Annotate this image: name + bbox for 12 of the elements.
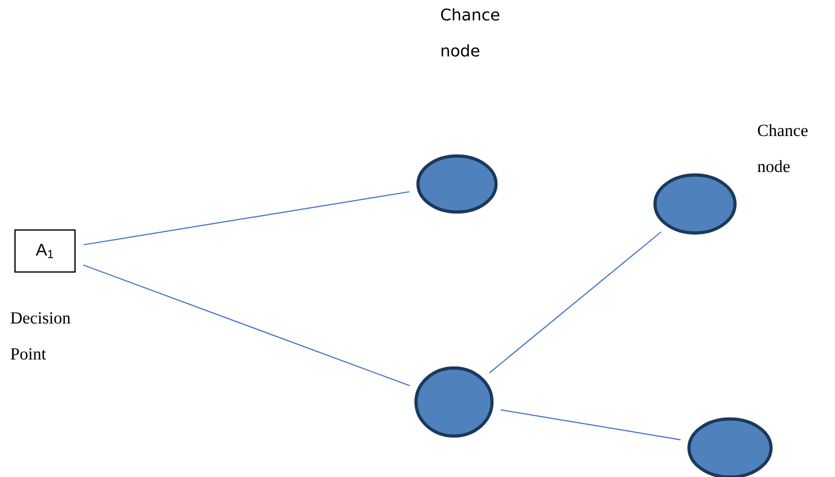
label-text: Chance node [441, 8, 500, 57]
chance-node [414, 366, 494, 438]
decision-box: A$_{1}$ [14, 229, 76, 273]
chance-node [416, 154, 498, 214]
chance-node [687, 417, 773, 477]
connector-line [82, 264, 410, 386]
connector-line [500, 409, 681, 440]
connector-line [83, 191, 410, 246]
node-caption: Decision Point [10, 312, 70, 360]
node-caption: Chance node [758, 124, 808, 172]
chance-node [653, 173, 737, 235]
connector-line [489, 231, 662, 374]
